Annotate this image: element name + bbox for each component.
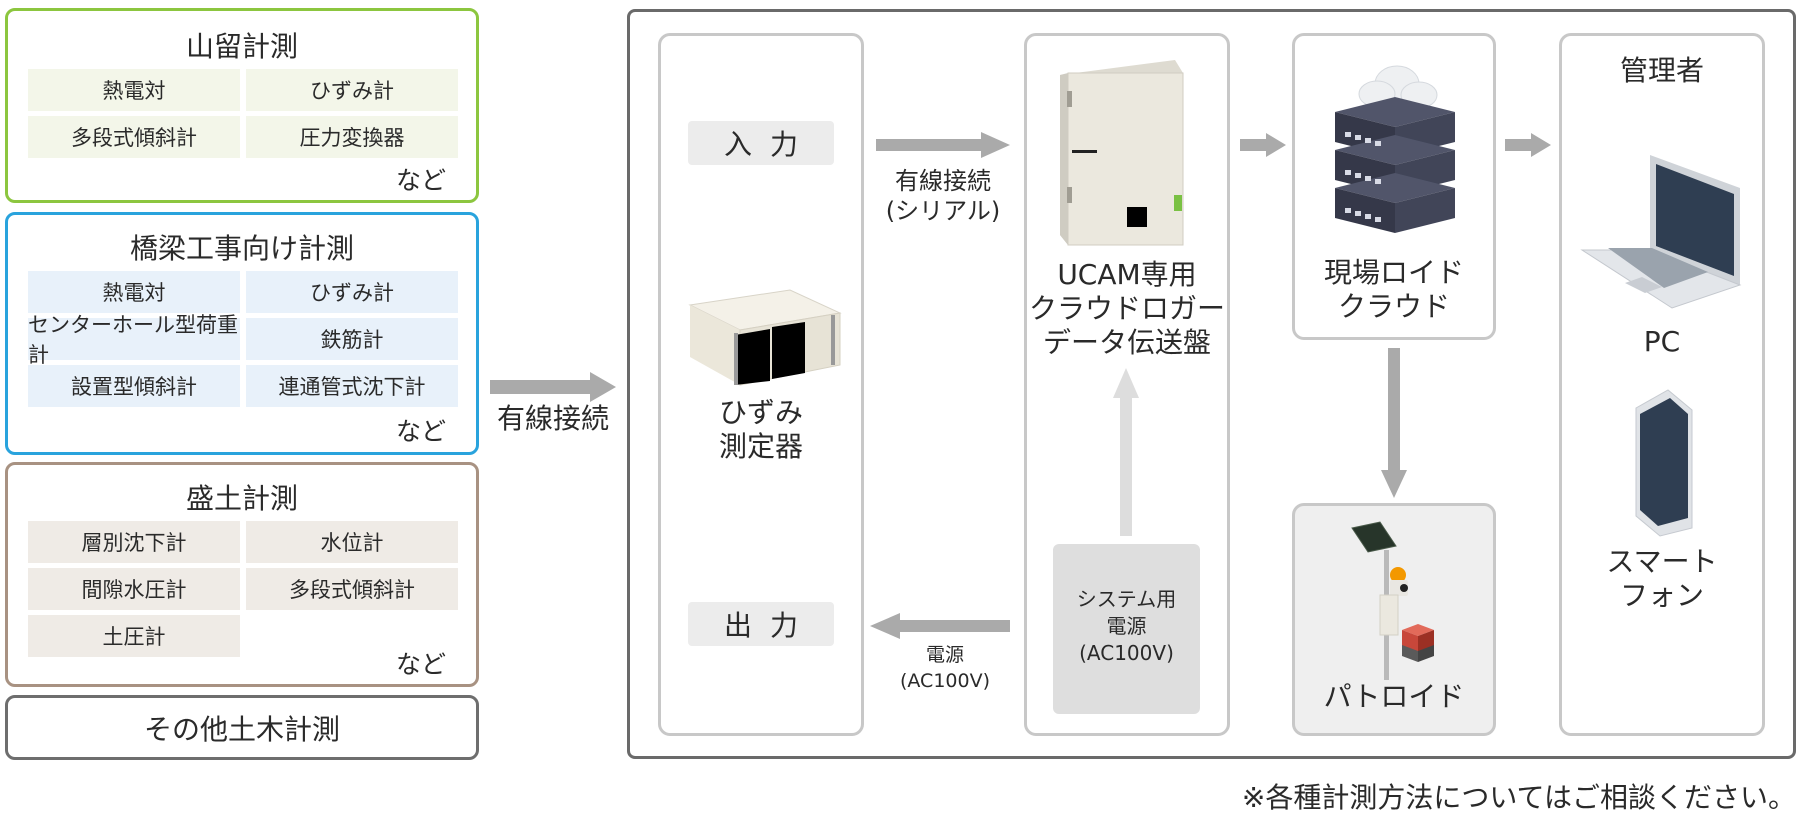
item-cell: センターホール型荷重計 bbox=[28, 313, 240, 367]
category-embankment: 盛土計測 層別沈下計 水位計 間隙水圧計 多段式傾斜計 土圧計 など bbox=[5, 462, 479, 687]
etc-label: など bbox=[395, 650, 446, 679]
admin-title: 管理者 bbox=[1619, 54, 1704, 87]
item-cell: ひずみ計 bbox=[246, 271, 458, 313]
item-cell: 多段式傾斜計 bbox=[28, 116, 240, 158]
item-cell: 熱電対 bbox=[28, 271, 240, 313]
patroid-camera-icon bbox=[1351, 521, 1434, 680]
category-other: その他土木計測 bbox=[5, 695, 479, 760]
logger-label: UCAM専用 クラウドロガー データ伝送盤 bbox=[1028, 258, 1225, 359]
power-label: 電源 (AC100V) bbox=[899, 644, 991, 692]
category-title: その他土木計測 bbox=[143, 712, 340, 746]
power-supply-label: システム用 電源 (AC100V) bbox=[1076, 587, 1177, 665]
wired-label: 有線接続 bbox=[496, 402, 609, 435]
item-cell: 設置型傾斜計 bbox=[28, 365, 240, 407]
category-title: 山留計測 bbox=[185, 30, 298, 63]
output-tag: 出力 bbox=[688, 602, 834, 646]
patroid-label: パトロイド bbox=[1323, 680, 1465, 713]
wired-arrow bbox=[490, 372, 616, 402]
strain-meter-label: ひずみ 測定器 bbox=[718, 396, 803, 463]
power-arrow bbox=[870, 613, 1010, 639]
pc-label: PC bbox=[1643, 325, 1681, 358]
item-cell: 多段式傾斜計 bbox=[246, 568, 458, 610]
serial-arrow bbox=[876, 132, 1010, 158]
item-cell: 水位計 bbox=[246, 521, 458, 563]
item-cell: 熱電対 bbox=[28, 69, 240, 111]
input-tag: 入力 bbox=[688, 121, 834, 165]
cloud-patroid-arrow bbox=[1381, 348, 1407, 498]
category-bridge: 橋梁工事向け計測 熱電対 ひずみ計 センターホール型荷重計 鉄筋計 設置型傾斜計… bbox=[5, 212, 479, 455]
system-frame bbox=[627, 9, 1796, 759]
cloud-admin-arrow bbox=[1505, 133, 1551, 157]
item-cell: 間隙水圧計 bbox=[28, 568, 240, 610]
item-cell: 連通管式沈下計 bbox=[246, 365, 458, 407]
logger-cloud-arrow bbox=[1240, 133, 1286, 157]
logger-cabinet-icon bbox=[1060, 60, 1184, 246]
smartphone-label: スマート フォン bbox=[1606, 545, 1718, 612]
item-cell: 層別沈下計 bbox=[28, 521, 240, 563]
etc-label: など bbox=[395, 417, 446, 446]
category-yamadome: 山留計測 熱電対 ひずみ計 多段式傾斜計 圧力変換器 など bbox=[5, 8, 479, 203]
power-up-arrow bbox=[1113, 368, 1139, 536]
etc-label: など bbox=[395, 166, 446, 195]
footnote: ※各種計測方法についてはご相談ください。 bbox=[1241, 781, 1796, 814]
smartphone-icon bbox=[1635, 389, 1693, 537]
category-title: 橋梁工事向け計測 bbox=[129, 232, 354, 265]
admin-panel bbox=[1559, 33, 1765, 736]
category-title: 盛土計測 bbox=[185, 482, 298, 515]
item-cell: 圧力変換器 bbox=[246, 116, 458, 158]
serial-label: 有線接続 (シリアル) bbox=[885, 167, 1001, 225]
item-cell: 土圧計 bbox=[28, 615, 240, 657]
cloud-server-icon bbox=[1335, 65, 1455, 233]
cloud-label: 現場ロイド クラウド bbox=[1323, 256, 1464, 323]
laptop-icon bbox=[1580, 155, 1742, 309]
power-supply-box bbox=[1053, 544, 1200, 714]
item-cell: 鉄筋計 bbox=[246, 318, 458, 360]
strain-meter-device-icon bbox=[688, 289, 842, 386]
item-cell: ひずみ計 bbox=[246, 69, 458, 111]
